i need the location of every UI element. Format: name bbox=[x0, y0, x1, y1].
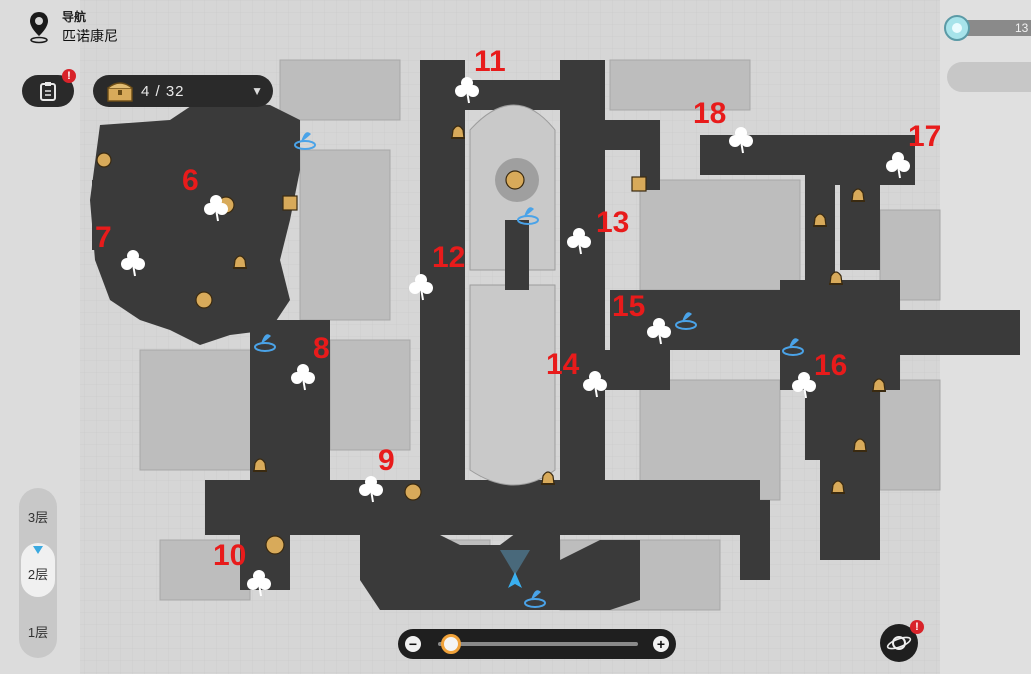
zoom-control: − + bbox=[398, 629, 676, 659]
floor-3-button[interactable]: 3层 bbox=[27, 510, 49, 525]
marker-number-label: 9 bbox=[378, 444, 395, 477]
navigation-label: 导航 bbox=[62, 10, 87, 24]
clipboard-icon bbox=[40, 82, 56, 101]
trailblaze-power-icon bbox=[944, 15, 970, 41]
marker-number-label: 17 bbox=[908, 120, 941, 153]
marker-number-label: 6 bbox=[182, 164, 199, 197]
marker-number-label: 7 bbox=[95, 221, 112, 254]
marker-number-label: 12 bbox=[432, 241, 465, 274]
location-name: 匹诺康尼 bbox=[62, 28, 118, 44]
side-panel-tab[interactable] bbox=[947, 62, 1031, 92]
treasure-chest-icon bbox=[107, 82, 133, 102]
marker-number-label: 18 bbox=[693, 97, 726, 130]
floor-selector: 3层 2层 1层 bbox=[19, 488, 57, 658]
zoom-slider-track[interactable] bbox=[438, 642, 638, 646]
location-header: 导航 匹诺康尼 bbox=[28, 10, 118, 46]
map-pin-icon bbox=[30, 12, 48, 44]
planet-navigation-icon bbox=[886, 636, 912, 650]
zoom-in-button[interactable]: + bbox=[653, 636, 669, 652]
marker-number-label: 8 bbox=[313, 332, 330, 365]
marker-number-label: 15 bbox=[612, 290, 645, 323]
treasure-chest-selector[interactable]: 4 / 32 ▼ bbox=[93, 75, 273, 107]
marker-number-label: 10 bbox=[213, 539, 246, 572]
zoom-out-button[interactable]: − bbox=[405, 636, 421, 652]
floor-1-button[interactable]: 1层 bbox=[27, 625, 49, 640]
trailblaze-power-indicator[interactable]: 13 bbox=[944, 14, 1031, 42]
marker-number-label: 11 bbox=[474, 45, 506, 78]
planet-navigation-button[interactable]: ! bbox=[880, 620, 924, 662]
marker-number-label: 13 bbox=[596, 206, 629, 239]
mission-alert-badge: ! bbox=[62, 69, 76, 83]
mission-log-button[interactable]: ! bbox=[22, 69, 76, 107]
trailblaze-power-value: 13 bbox=[1015, 21, 1029, 35]
current-floor-marker-icon bbox=[33, 546, 43, 554]
marker-number-label: 16 bbox=[814, 349, 847, 382]
chest-count: 4 / 32 bbox=[141, 82, 185, 100]
floor-2-button[interactable]: 2层 bbox=[27, 567, 49, 582]
navigation-alert-badge: ! bbox=[910, 620, 924, 634]
marker-number-label: 14 bbox=[546, 348, 580, 381]
chevron-down-icon: ▼ bbox=[251, 84, 263, 98]
zoom-slider-handle[interactable] bbox=[441, 634, 461, 654]
